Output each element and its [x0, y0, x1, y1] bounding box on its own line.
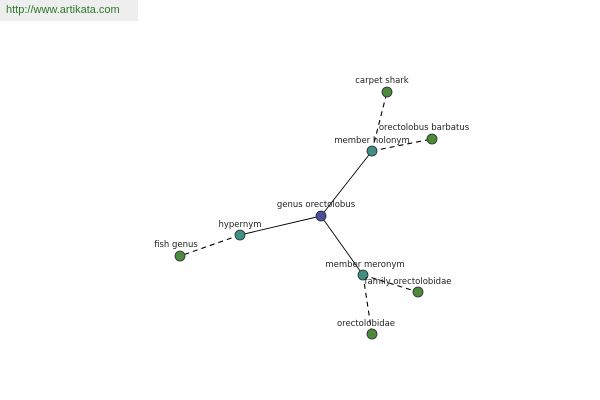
node-barbatus[interactable]	[426, 133, 438, 145]
node-label-barbatus: orectolobus barbatus	[379, 123, 470, 133]
node-label-carpet: carpet shark	[355, 76, 409, 86]
node-hypernym[interactable]	[234, 229, 246, 241]
node-label-root: genus orectolobus	[277, 200, 356, 210]
node-root[interactable]	[315, 210, 327, 222]
edge-root-hypernym	[239, 215, 322, 236]
node-label-holonym: member holonym	[334, 136, 409, 146]
node-label-hypernym: hypernym	[218, 220, 261, 230]
node-label-family: family orectolobidae	[364, 277, 451, 287]
node-fish[interactable]	[174, 250, 186, 262]
url-bar: http://www.artikata.com	[0, 0, 138, 21]
edge-holonym-barbatus	[371, 138, 433, 152]
edge-meronym-family	[362, 274, 419, 293]
edge-root-holonym	[320, 150, 373, 217]
edge-holonym-carpet	[371, 91, 388, 152]
node-carpet[interactable]	[381, 86, 393, 98]
node-family[interactable]	[412, 286, 424, 298]
site-url-link[interactable]: http://www.artikata.com	[6, 4, 120, 16]
edge-hypernym-fish	[179, 234, 241, 257]
node-meronym[interactable]	[357, 269, 369, 281]
node-orecto[interactable]	[366, 328, 378, 340]
node-label-orecto: orectolobidae	[337, 319, 395, 329]
node-holonym[interactable]	[366, 145, 378, 157]
edge-root-meronym	[320, 215, 364, 276]
node-label-meronym: member meronym	[325, 260, 404, 270]
node-label-fish: fish genus	[154, 240, 198, 250]
edge-meronym-orecto	[362, 274, 373, 335]
